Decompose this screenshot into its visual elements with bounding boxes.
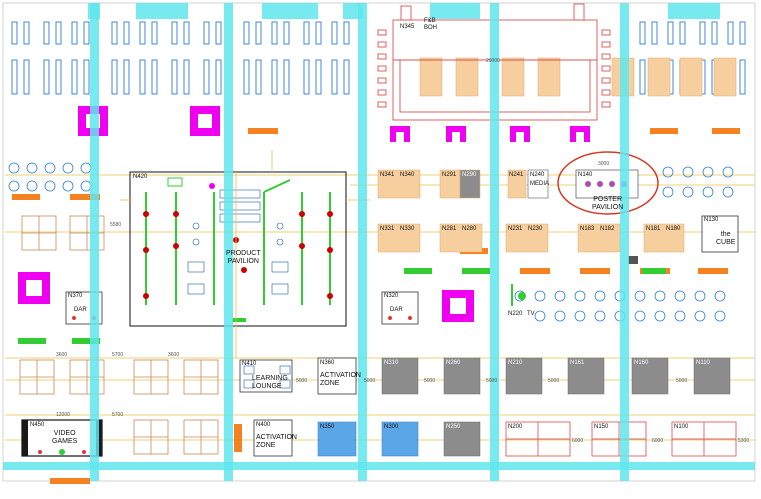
dimension-label: 12000 (56, 412, 70, 418)
video-games-label: VIDEO GAMES (52, 430, 78, 445)
product-pavilion-label: PRODUCT PAVILION (226, 250, 261, 265)
dimension-label: 3000 (598, 161, 610, 167)
booth-n300-label: N300 (384, 424, 399, 430)
dimension-label: 5000 (486, 378, 498, 384)
booth-n450-label: N450 (30, 422, 45, 428)
booth-n320-label: N320 (384, 293, 399, 299)
magenta-structures (18, 106, 590, 322)
booth-n420-label: N420 (133, 174, 148, 180)
booth-row-2 (377, 223, 685, 253)
booth-n240-label: N240 (530, 172, 545, 178)
product-pavilion-red-nodes (143, 211, 333, 299)
booth-n340-label: N340 (400, 172, 415, 178)
dimension-label: 5000 (424, 378, 436, 384)
booth-n260-label: N260 (446, 360, 461, 366)
booth-n350-label: N350 (320, 424, 335, 430)
booth-n330-label: N330 (400, 226, 415, 232)
product-pavilion-area (129, 171, 347, 327)
product-pavilion-tag (167, 177, 183, 187)
tv-marker (511, 284, 526, 306)
booth-n341-label: N341 (380, 172, 395, 178)
booth-n410-label: N410 (242, 361, 257, 367)
booth-n160-label: N160 (634, 360, 649, 366)
dar-left-label: DAR (74, 307, 87, 313)
booth-n110-label: N110 (696, 360, 710, 366)
booth-n241-label: N241 (509, 172, 524, 178)
poster-pavilion-stands (585, 181, 627, 187)
dimension-label: 3600 (168, 352, 180, 358)
dimension-label: 5000 (364, 378, 376, 384)
booth-n161-label: N161 (570, 360, 585, 366)
red-booths (505, 421, 737, 457)
booth-n140-label: N140 (578, 172, 593, 178)
dimension-label: 3600 (56, 352, 68, 358)
activation-zone-b-label: ACTIVATION ZONE (256, 434, 297, 449)
product-pavilion-seating (187, 189, 289, 295)
booth-n200-label: N200 (508, 424, 523, 430)
blue-booths (317, 421, 419, 457)
booth-n182-label: N182 (600, 226, 615, 232)
dimension-label: 6000 (572, 438, 584, 444)
booth-n150-label: N150 (594, 424, 609, 430)
the-cube-booth (701, 215, 739, 253)
booth-n280-label: N280 (462, 226, 477, 232)
poster-pavilion-label: POSTER PAVILION (592, 196, 624, 211)
activation-zone-a-label: ACTIVATION ZONE (320, 372, 361, 387)
dimension-label: 5000 (296, 378, 308, 384)
booth-n220-label: N220 (508, 311, 523, 317)
dimension-label: 5000 (548, 378, 560, 384)
booth-n400-label: N400 (256, 422, 271, 428)
booth-n310-label: N310 (384, 360, 399, 366)
media-label: MEDIA (530, 181, 550, 187)
booth-n360-label: N360 (320, 360, 335, 366)
dimension-label: 5300 (738, 438, 750, 444)
left-booth-blocks (19, 215, 219, 455)
hall-boundary (2, 2, 756, 482)
service-point (628, 256, 638, 264)
green-tables (18, 268, 666, 344)
grey-booth-n250 (443, 421, 481, 457)
dar-right-label: DAR (390, 307, 403, 313)
dimension-label: 5700 (112, 412, 124, 418)
fnb-boh-label: F&B BOH (424, 18, 438, 31)
dimension-label: 5000 (676, 378, 688, 384)
dimension-label: 5700 (112, 352, 124, 358)
poster-pavilion-highlight (557, 151, 659, 215)
booth-row-1 (377, 169, 549, 199)
product-pavilion-green-lines (145, 179, 331, 305)
booth-n230-label: N230 (528, 226, 543, 232)
booth-n130-label: N130 (704, 217, 719, 223)
dimension-label: 29000 (486, 58, 500, 64)
booth-n290-label: N290 (462, 172, 477, 178)
learning-lounge-label: LEARNING LOUNGE (252, 375, 288, 390)
booth-n345-label: N345 (400, 24, 415, 30)
learning-lounge-booth (239, 359, 293, 393)
grey-booth-row (381, 357, 731, 395)
activation-zone-a-booth (317, 357, 357, 395)
tv-label: TV (527, 311, 535, 317)
booth-n181-label: N181 (646, 226, 661, 232)
booth-n281-label: N281 (442, 226, 457, 232)
booth-n180-label: N180 (666, 226, 681, 232)
dimension-label: 5580 (110, 222, 122, 228)
walkway-lines (5, 174, 755, 441)
dimension-label: 6000 (652, 438, 664, 444)
top-tan-booths (419, 57, 737, 97)
booth-n183-label: N183 (580, 226, 595, 232)
booth-n291-label: N291 (442, 172, 457, 178)
theater-seating-left (11, 21, 350, 95)
structural-columns (3, 3, 755, 481)
the-cube-label: the CUBE (716, 231, 736, 246)
activation-zone-b-booth (253, 419, 293, 457)
booth-n100-label: N100 (674, 424, 689, 430)
learning-lounge-seats (243, 365, 291, 389)
booth-n231-label: N231 (508, 226, 523, 232)
booth-n331-label: N331 (380, 226, 395, 232)
booth-n250-label: N250 (446, 424, 461, 430)
booth-n370-label: N370 (68, 293, 83, 299)
booth-n210-label: N210 (508, 360, 523, 366)
dar-booth-right (381, 291, 419, 325)
